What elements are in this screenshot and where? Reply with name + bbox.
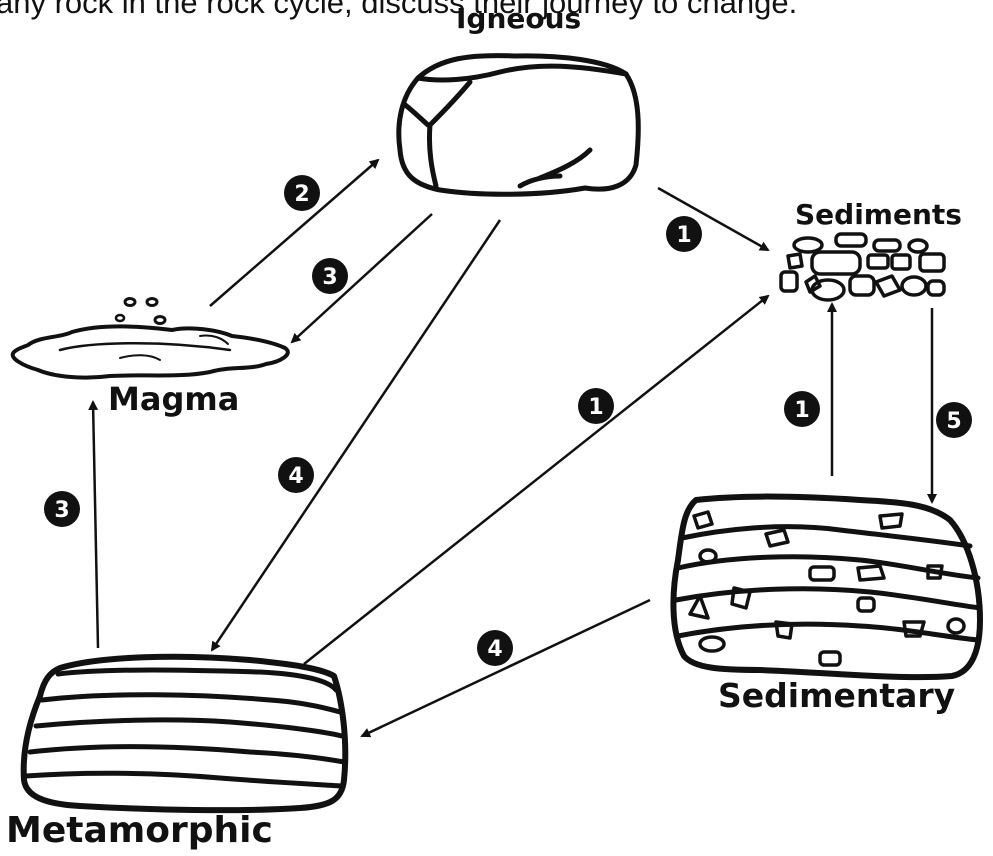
arrow-sedimentary-to-metamorphic xyxy=(362,600,650,736)
step-badge: 3 xyxy=(312,258,348,294)
svg-text:3: 3 xyxy=(54,498,69,523)
magma-puddle-icon xyxy=(13,299,288,378)
svg-text:1: 1 xyxy=(588,395,603,420)
svg-text:1: 1 xyxy=(794,398,809,423)
sediments-pile-icon xyxy=(781,234,944,300)
arrow-metamorphic-to-magma xyxy=(93,402,98,648)
step-badge: 2 xyxy=(284,175,320,211)
svg-text:3: 3 xyxy=(322,265,337,290)
step-badge: 1 xyxy=(784,391,820,427)
arrow-metamorphic-to-sediments xyxy=(304,296,768,664)
svg-text:4: 4 xyxy=(288,464,303,489)
step-badge: 1 xyxy=(578,388,614,424)
svg-text:2: 2 xyxy=(294,182,309,207)
igneous-rock-icon xyxy=(399,56,639,195)
step-badge: 1 xyxy=(666,216,702,252)
step-badge: 4 xyxy=(477,630,513,666)
metamorphic-rock-icon xyxy=(24,657,346,810)
sedimentary-rock-icon xyxy=(673,497,980,677)
svg-text:5: 5 xyxy=(946,409,961,434)
svg-text:1: 1 xyxy=(676,223,691,248)
step-badge: 3 xyxy=(44,491,80,527)
step-badge: 4 xyxy=(278,457,314,493)
svg-text:4: 4 xyxy=(487,637,502,662)
step-badge: 5 xyxy=(936,402,972,438)
